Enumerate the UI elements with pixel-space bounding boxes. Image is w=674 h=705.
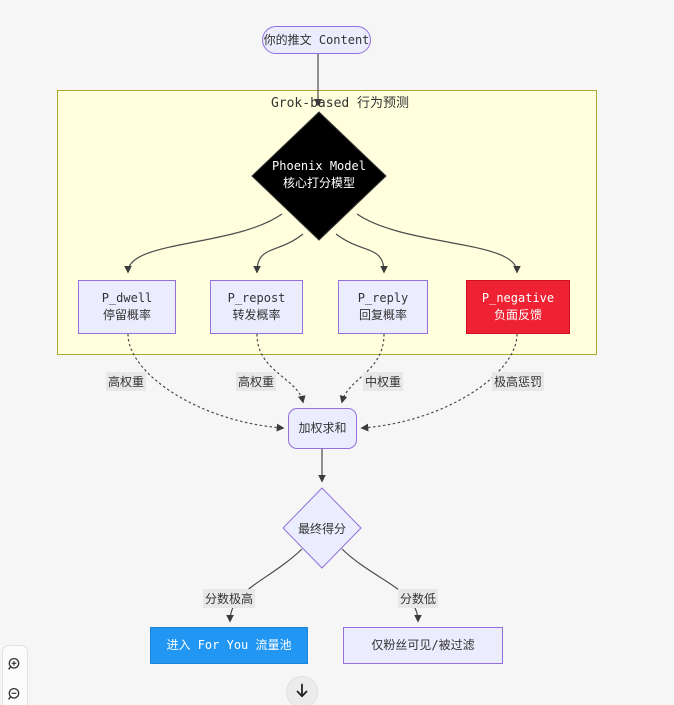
edge-label-weight-dwell: 高权重 — [106, 372, 147, 391]
zoom-out-button[interactable] — [3, 682, 25, 705]
phoenix-model-diamond[interactable] — [251, 111, 387, 241]
arrow-down-icon — [296, 683, 308, 698]
phoenix-model-label: Phoenix Model 核心打分模型 — [272, 159, 366, 190]
zoom-in-icon — [7, 657, 19, 670]
edge-label-score-low: 分数低 — [398, 589, 439, 608]
edge-label-score-high: 分数极高 — [203, 589, 256, 608]
node-weighted-sum[interactable]: 加权求和 — [288, 408, 357, 449]
edge-score-to-filtered — [341, 548, 422, 623]
edge-score-to-foryou — [226, 548, 303, 623]
zoom-in-button[interactable] — [3, 652, 25, 676]
node-followers-filtered[interactable]: 仅粉丝可见/被过滤 — [343, 627, 503, 664]
scroll-down-button[interactable] — [286, 676, 318, 705]
edge-pnegative-to-sum — [360, 333, 518, 432]
node-p-negative[interactable]: P_negative 负面反馈 — [466, 280, 570, 334]
edge-pdwell-to-sum — [127, 333, 285, 432]
edge-prepost-to-sum — [256, 333, 306, 404]
node-tweet-content[interactable]: 你的推文 Content — [262, 26, 371, 54]
zoom-out-icon — [7, 687, 19, 700]
edge-model-to-pdwell — [124, 213, 283, 274]
final-score-label: 最终得分 — [297, 522, 346, 536]
node-p-dwell[interactable]: P_dwell 停留概率 — [78, 280, 176, 334]
node-p-reply[interactable]: P_reply 回复概率 — [338, 280, 428, 334]
node-foryou-pool[interactable]: 进入 For You 流量池 — [150, 627, 308, 664]
edge-label-penalty: 极高惩罚 — [492, 372, 545, 391]
edge-model-to-preply — [335, 233, 388, 274]
node-tweet-content-label: 你的推文 Content — [263, 32, 370, 47]
edge-label-weight-repost: 高权重 — [236, 372, 277, 391]
edge-label-weight-reply: 中权重 — [363, 372, 404, 391]
edge-model-to-pnegative — [356, 213, 521, 274]
zoom-control-panel — [2, 645, 28, 705]
final-score-diamond[interactable] — [282, 487, 362, 569]
edge-model-to-prepost — [253, 233, 304, 274]
cluster-title: Grok-based 行为预测 — [270, 96, 410, 111]
node-p-repost[interactable]: P_repost 转发概率 — [210, 280, 303, 334]
edge-preply-to-sum — [339, 333, 385, 404]
